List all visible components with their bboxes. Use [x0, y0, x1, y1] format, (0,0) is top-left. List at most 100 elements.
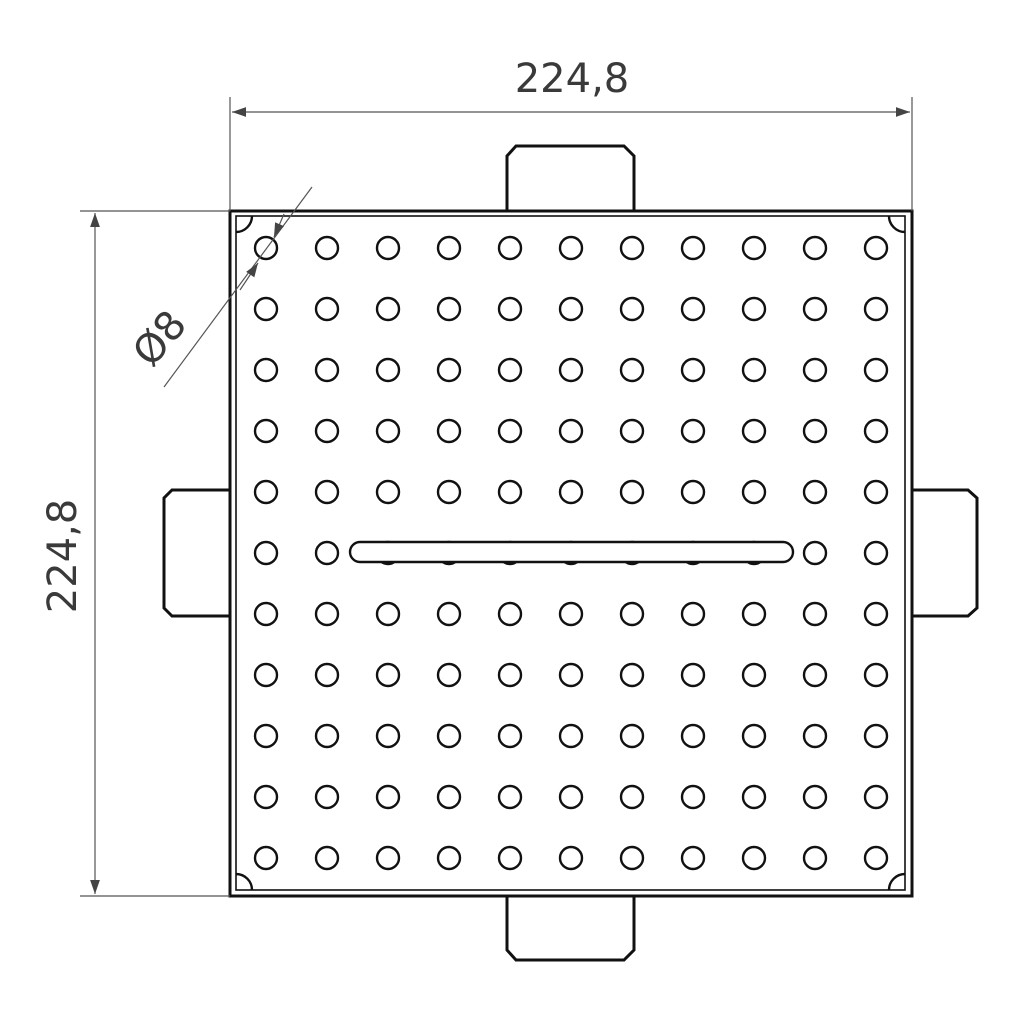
- width-dimension-label: 224,8: [515, 56, 630, 102]
- hole: [680, 784, 706, 810]
- tab-right: [905, 488, 979, 618]
- hole: [863, 540, 889, 566]
- center-slot: [348, 540, 795, 564]
- hole: [375, 845, 401, 871]
- hole: [558, 784, 584, 810]
- hole: [619, 601, 645, 627]
- hole: [741, 418, 767, 444]
- hole: [314, 723, 340, 749]
- width-dimension: 224,8: [229, 56, 913, 211]
- hole: [802, 296, 828, 322]
- hole: [558, 418, 584, 444]
- hole: [497, 479, 523, 505]
- hole: [802, 418, 828, 444]
- hole: [253, 540, 279, 566]
- corner-notch-bl: [235, 872, 254, 891]
- tab-left: [162, 488, 236, 618]
- diameter-arrow-lower: [239, 262, 259, 291]
- hole: [375, 235, 401, 261]
- hole: [497, 418, 523, 444]
- hole: [497, 723, 523, 749]
- hole: [314, 662, 340, 688]
- hole: [741, 479, 767, 505]
- tab-top: [505, 144, 636, 216]
- hole: [802, 601, 828, 627]
- hole: [741, 601, 767, 627]
- hole: [314, 479, 340, 505]
- hole: [863, 723, 889, 749]
- hole: [802, 784, 828, 810]
- hole: [253, 296, 279, 322]
- hole: [619, 296, 645, 322]
- hole: [863, 235, 889, 261]
- hole: [619, 235, 645, 261]
- hole: [436, 845, 462, 871]
- hole: [253, 723, 279, 749]
- hole: [863, 479, 889, 505]
- hole: [375, 784, 401, 810]
- hole: [436, 662, 462, 688]
- hole: [314, 235, 340, 261]
- hole: [253, 662, 279, 688]
- hole: [680, 357, 706, 383]
- hole: [680, 418, 706, 444]
- hole: [436, 296, 462, 322]
- hole: [497, 235, 523, 261]
- hole: [497, 357, 523, 383]
- hole: [619, 784, 645, 810]
- hole: [436, 357, 462, 383]
- hole: [436, 723, 462, 749]
- hole: [375, 357, 401, 383]
- hole: [619, 723, 645, 749]
- hole: [619, 845, 645, 871]
- hole: [497, 845, 523, 871]
- hole: [253, 845, 279, 871]
- plate-tabs: [162, 144, 979, 962]
- hole: [436, 418, 462, 444]
- hole: [741, 723, 767, 749]
- hole: [558, 723, 584, 749]
- hole: [741, 845, 767, 871]
- hole: [863, 662, 889, 688]
- corner-notch-br: [887, 872, 906, 891]
- hole-diameter-label: Ø8: [124, 302, 196, 375]
- hole: [375, 479, 401, 505]
- hole: [436, 601, 462, 627]
- hole: [314, 601, 340, 627]
- hole: [253, 479, 279, 505]
- hole: [741, 784, 767, 810]
- hole: [497, 784, 523, 810]
- hole: [253, 601, 279, 627]
- hole: [314, 845, 340, 871]
- hole: [802, 723, 828, 749]
- hole: [741, 662, 767, 688]
- hole: [680, 235, 706, 261]
- hole: [680, 296, 706, 322]
- hole: [863, 357, 889, 383]
- hole: [375, 723, 401, 749]
- diameter-leader-line: [163, 186, 313, 388]
- height-dimension: 224,8: [40, 210, 230, 897]
- hole: [680, 662, 706, 688]
- hole: [802, 662, 828, 688]
- hole: [741, 235, 767, 261]
- hole: [619, 662, 645, 688]
- hole: [619, 418, 645, 444]
- hole: [375, 418, 401, 444]
- hole: [314, 296, 340, 322]
- corner-notch-tr: [887, 215, 906, 234]
- hole: [863, 418, 889, 444]
- hole: [497, 296, 523, 322]
- hole: [558, 662, 584, 688]
- hole: [802, 540, 828, 566]
- hole: [497, 601, 523, 627]
- hole: [863, 296, 889, 322]
- hole: [619, 357, 645, 383]
- hole: [802, 235, 828, 261]
- hole: [253, 418, 279, 444]
- hole: [253, 235, 279, 261]
- hole: [680, 479, 706, 505]
- hole: [436, 479, 462, 505]
- height-dimension-label: 224,8: [40, 499, 86, 614]
